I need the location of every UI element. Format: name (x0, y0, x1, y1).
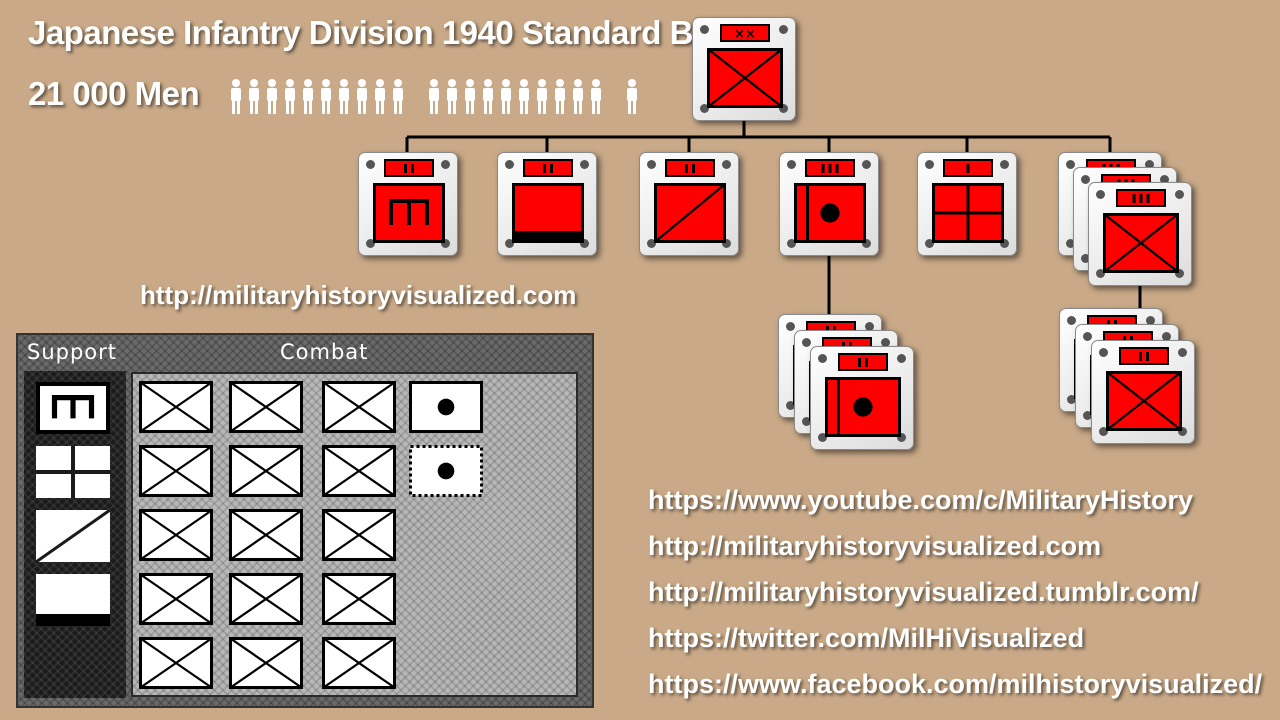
soldier-figure-icon (465, 79, 475, 114)
link-list: https://www.youtube.com/c/MilitaryHistor… (648, 480, 1262, 710)
combat-symbol-infantry (229, 381, 303, 433)
subunit-counter-artillery (779, 152, 879, 256)
strength-label: 21 000 Men (28, 75, 200, 112)
combat-symbol-infantry (139, 573, 213, 625)
regiment-counter-infantry (1088, 182, 1192, 286)
soldier-figure-icon (447, 79, 457, 114)
soldier-figure-icon (231, 79, 241, 114)
combat-symbol-artillery (409, 381, 483, 433)
soldier-figure-icon (285, 79, 295, 114)
soldier-figure-icon (591, 79, 601, 114)
support-symbol-engineer (36, 382, 110, 434)
soldier-figure-icon (267, 79, 277, 114)
battalion-counter-artillery (810, 346, 914, 450)
facebook-link[interactable]: https://www.facebook.com/milhistoryvisua… (648, 669, 1263, 699)
combat-symbol-infantry (322, 445, 396, 497)
soldier-figure-icon (555, 79, 565, 114)
combat-symbol-artillery-dashed (409, 445, 483, 497)
support-label: Support (27, 340, 118, 364)
soldier-figure-icon (321, 79, 331, 114)
website-link[interactable]: http://militaryhistoryvisualized.com (648, 531, 1102, 561)
subunit-counter-cavalry (497, 152, 597, 256)
combat-symbol-infantry (322, 637, 396, 689)
strength-icons (231, 79, 637, 114)
combat-symbol-infantry (139, 445, 213, 497)
support-symbol-signals (36, 446, 110, 498)
support-symbol-transport (36, 510, 110, 562)
combat-symbol-infantry (229, 573, 303, 625)
soldier-figure-icon (303, 79, 313, 114)
combat-symbol-infantry (229, 637, 303, 689)
battalion-counter-infantry (1091, 340, 1195, 444)
soldier-figure-icon (483, 79, 493, 114)
page-title: Japanese Infantry Division 1940 Standard… (28, 14, 693, 51)
soldier-figure-icon (573, 79, 583, 114)
combat-label: Combat (280, 340, 369, 364)
soldier-figure-icon (339, 79, 349, 114)
subunit-counter-transport (639, 152, 739, 256)
soldier-figure-icon (519, 79, 529, 114)
combat-symbol-infantry (229, 445, 303, 497)
combat-symbol-infantry (322, 509, 396, 561)
twitter-link[interactable]: https://twitter.com/MilHiVisualized (648, 623, 1085, 653)
soldier-figure-icon (501, 79, 511, 114)
soldier-figure-icon (375, 79, 385, 114)
soldier-figure-icon (627, 79, 637, 114)
tumblr-link[interactable]: http://militaryhistoryvisualized.tumblr.… (648, 577, 1199, 607)
combat-symbol-infantry (139, 509, 213, 561)
soldier-figure-icon (537, 79, 547, 114)
combat-symbol-infantry (139, 381, 213, 433)
soldier-figure-icon (393, 79, 403, 114)
site-url[interactable]: http://militaryhistoryvisualized.com (140, 280, 577, 310)
svg-text:××: ×× (734, 27, 756, 42)
youtube-link[interactable]: https://www.youtube.com/c/MilitaryHistor… (648, 485, 1194, 515)
soldier-figure-icon (249, 79, 259, 114)
combat-symbol-infantry (229, 509, 303, 561)
subunit-counter-signals (917, 152, 1017, 256)
combat-symbol-infantry (322, 573, 396, 625)
soldier-figure-icon (429, 79, 439, 114)
division-counter: ×× (692, 17, 796, 121)
soldier-figure-icon (357, 79, 367, 114)
support-symbol-cavalry (36, 574, 110, 626)
combat-symbol-infantry (322, 381, 396, 433)
subunit-counter-engineer (358, 152, 458, 256)
combat-symbol-infantry (139, 637, 213, 689)
